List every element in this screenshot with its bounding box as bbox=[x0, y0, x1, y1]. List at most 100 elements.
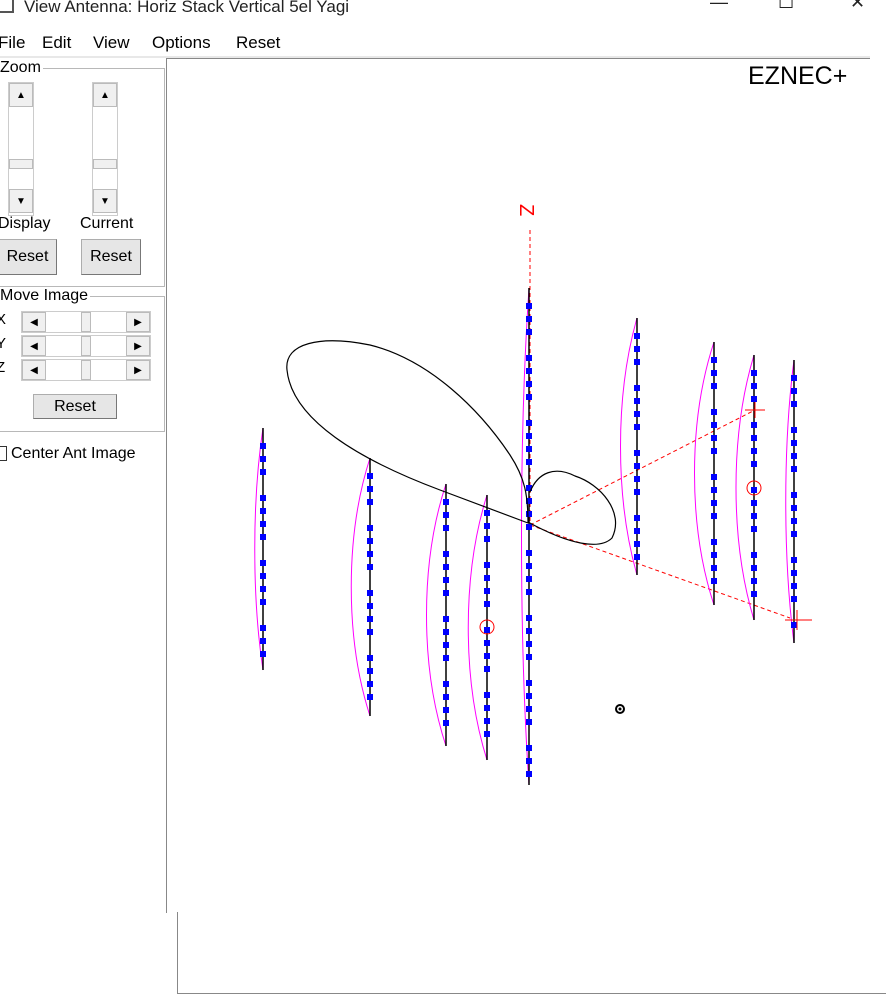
y-axis bbox=[529, 409, 756, 526]
view-border-lower bbox=[177, 912, 178, 994]
center-ant-image-label[interactable]: Center Ant Image bbox=[11, 445, 136, 462]
source-marker bbox=[479, 619, 495, 635]
current-zoom-scrollbar[interactable]: ▲ ▼ bbox=[92, 82, 118, 216]
segment-marker bbox=[791, 570, 797, 576]
segment-marker bbox=[711, 578, 717, 584]
segment-marker bbox=[711, 422, 717, 428]
segment-marker bbox=[634, 411, 640, 417]
segment-marker bbox=[526, 719, 532, 725]
segment-marker bbox=[526, 550, 532, 556]
menu-reset[interactable]: Reset bbox=[236, 33, 281, 52]
segment-marker bbox=[711, 487, 717, 493]
segment-marker bbox=[526, 355, 532, 361]
segment-marker bbox=[526, 485, 532, 491]
segment-marker bbox=[367, 473, 373, 479]
segment-marker bbox=[367, 538, 373, 544]
segment-marker bbox=[526, 745, 532, 751]
minimize-button[interactable]: — bbox=[710, 0, 728, 12]
segment-marker bbox=[443, 551, 449, 557]
current-distribution bbox=[467, 494, 488, 761]
reset-current-zoom-button[interactable]: Reset bbox=[81, 239, 141, 275]
segment-marker bbox=[711, 409, 717, 415]
segment-marker bbox=[367, 525, 373, 531]
segment-marker bbox=[791, 427, 797, 433]
segment-marker bbox=[367, 551, 373, 557]
segment-marker bbox=[260, 495, 266, 501]
close-button[interactable]: ✕ bbox=[850, 0, 866, 12]
menu-file[interactable]: File bbox=[0, 33, 26, 52]
segment-marker bbox=[484, 562, 490, 568]
segment-marker bbox=[526, 771, 532, 777]
segment-marker bbox=[634, 554, 640, 560]
segment-marker bbox=[711, 435, 717, 441]
segment-marker bbox=[711, 500, 717, 506]
segment-marker bbox=[443, 590, 449, 596]
menu-edit[interactable]: Edit bbox=[42, 33, 72, 52]
view-border-top bbox=[166, 58, 870, 59]
segment-marker bbox=[484, 588, 490, 594]
segment-marker bbox=[367, 603, 373, 609]
maximize-button[interactable]: ☐ bbox=[778, 0, 795, 12]
segment-marker bbox=[634, 398, 640, 404]
segment-marker bbox=[260, 599, 266, 605]
zoom-label: Zoom bbox=[0, 59, 43, 77]
segment-marker bbox=[711, 448, 717, 454]
segment-marker bbox=[367, 629, 373, 635]
view-border-bottom bbox=[177, 993, 886, 994]
current-distribution bbox=[254, 427, 264, 671]
zoom-group bbox=[0, 68, 165, 287]
segment-marker bbox=[367, 564, 373, 570]
segment-marker bbox=[367, 668, 373, 674]
segment-marker bbox=[367, 616, 373, 622]
center-ant-image-checkbox[interactable] bbox=[0, 446, 7, 461]
segment-marker bbox=[791, 557, 797, 563]
move-z-scrollbar[interactable]: ◀▶ bbox=[21, 359, 151, 381]
segment-marker bbox=[634, 476, 640, 482]
segment-marker bbox=[443, 629, 449, 635]
segment-marker bbox=[751, 396, 757, 402]
segment-marker bbox=[791, 596, 797, 602]
segment-marker bbox=[791, 505, 797, 511]
segment-marker bbox=[260, 586, 266, 592]
segment-marker bbox=[634, 346, 640, 352]
segment-marker bbox=[260, 638, 266, 644]
segment-marker bbox=[526, 680, 532, 686]
segment-marker bbox=[526, 654, 532, 660]
reset-display-zoom-button[interactable]: Reset bbox=[0, 239, 57, 275]
move-x-scrollbar[interactable]: ◀▶ bbox=[21, 311, 151, 333]
segment-marker bbox=[526, 511, 532, 517]
segment-marker bbox=[526, 394, 532, 400]
menu-view[interactable]: View bbox=[93, 33, 130, 52]
segment-marker bbox=[711, 474, 717, 480]
segment-marker bbox=[711, 552, 717, 558]
reset-move-button[interactable]: Reset bbox=[33, 394, 117, 419]
segment-marker bbox=[484, 731, 490, 737]
current-distribution bbox=[350, 457, 371, 717]
segment-marker bbox=[484, 705, 490, 711]
axis-end-marker bbox=[785, 610, 812, 630]
segment-marker bbox=[526, 628, 532, 634]
segment-marker bbox=[634, 333, 640, 339]
segment-marker bbox=[634, 515, 640, 521]
display-zoom-scrollbar[interactable]: ▲ ▼ bbox=[8, 82, 34, 216]
pattern-back-lobe bbox=[527, 470, 617, 545]
x-axis bbox=[529, 524, 791, 619]
pattern-main-lobe bbox=[286, 340, 529, 524]
segment-marker bbox=[367, 486, 373, 492]
segment-marker bbox=[634, 541, 640, 547]
segment-marker bbox=[634, 489, 640, 495]
menu-options[interactable]: Options bbox=[152, 33, 211, 52]
segment-marker bbox=[484, 601, 490, 607]
current-distribution bbox=[785, 359, 795, 644]
segment-marker bbox=[484, 575, 490, 581]
segment-marker bbox=[526, 303, 532, 309]
move-y-scrollbar[interactable]: ◀▶ bbox=[21, 335, 151, 357]
segment-marker bbox=[443, 694, 449, 700]
segment-marker bbox=[443, 655, 449, 661]
segment-marker bbox=[751, 448, 757, 454]
segment-marker bbox=[260, 469, 266, 475]
segment-marker bbox=[443, 525, 449, 531]
current-distribution bbox=[735, 354, 755, 621]
segment-marker bbox=[791, 466, 797, 472]
